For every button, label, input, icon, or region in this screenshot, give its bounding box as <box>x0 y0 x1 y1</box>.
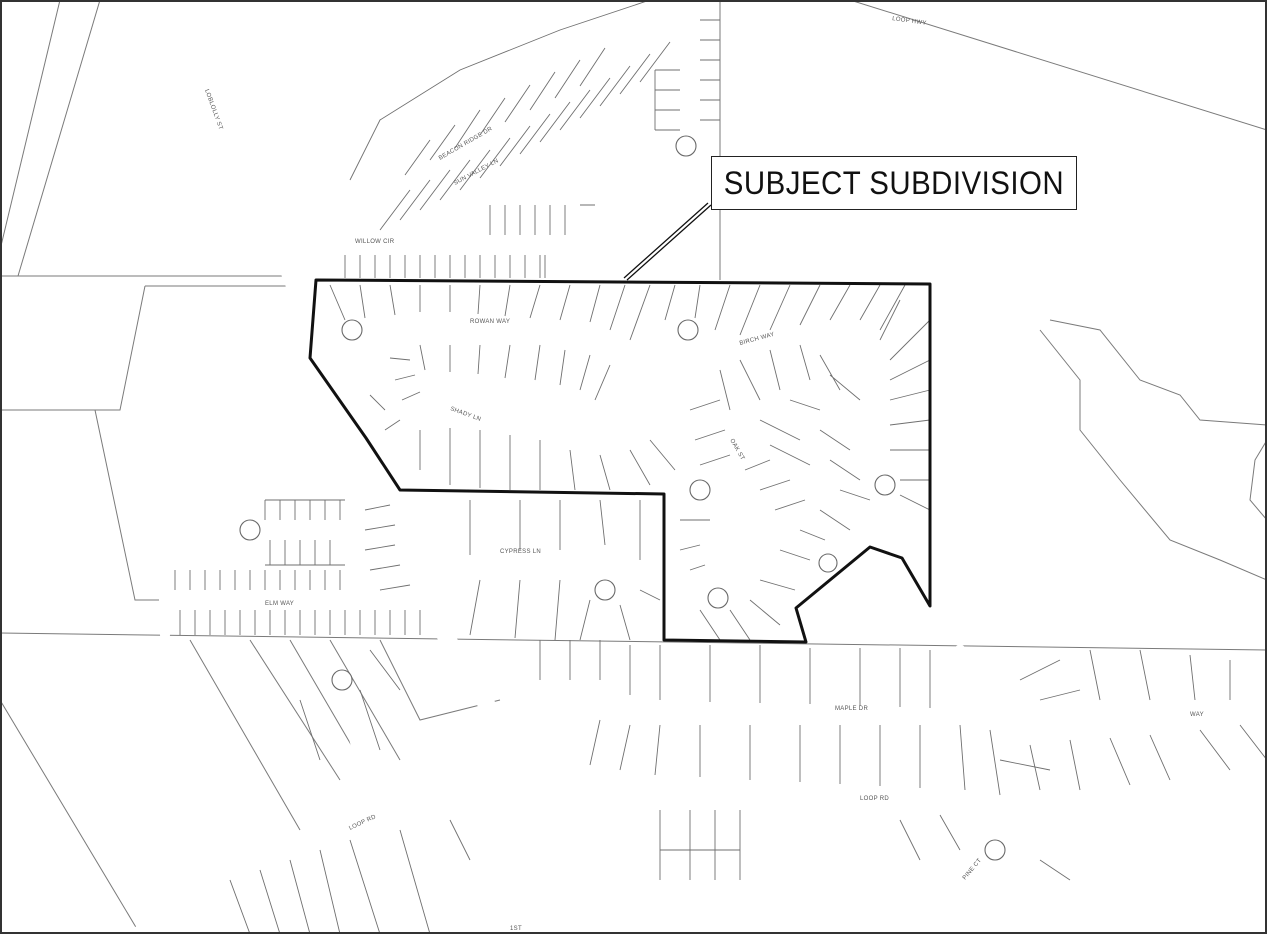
svg-text:CYPRESS LN: CYPRESS LN <box>500 549 541 555</box>
lot-lines <box>174 0 1267 934</box>
callout-leader-line <box>623 202 712 281</box>
callout-label: SUBJECT SUBDIVISION <box>723 164 1065 201</box>
svg-text:1ST: 1ST <box>510 926 522 932</box>
svg-text:LOOP RD: LOOP RD <box>860 796 889 802</box>
svg-text:ELM WAY: ELM WAY <box>265 601 294 607</box>
svg-text:LOOP HWY: LOOP HWY <box>892 16 927 27</box>
svg-text:WILLOW CIR: WILLOW CIR <box>355 239 395 245</box>
subject-subdivision-callout: SUBJECT SUBDIVISION <box>711 156 1077 210</box>
subject-subdivision-boundary <box>308 278 932 644</box>
svg-text:ROWAN WAY: ROWAN WAY <box>470 319 510 325</box>
svg-text:MAPLE DR: MAPLE DR <box>835 706 868 712</box>
roads <box>131 0 1267 934</box>
svg-text:WAY: WAY <box>1190 712 1204 718</box>
